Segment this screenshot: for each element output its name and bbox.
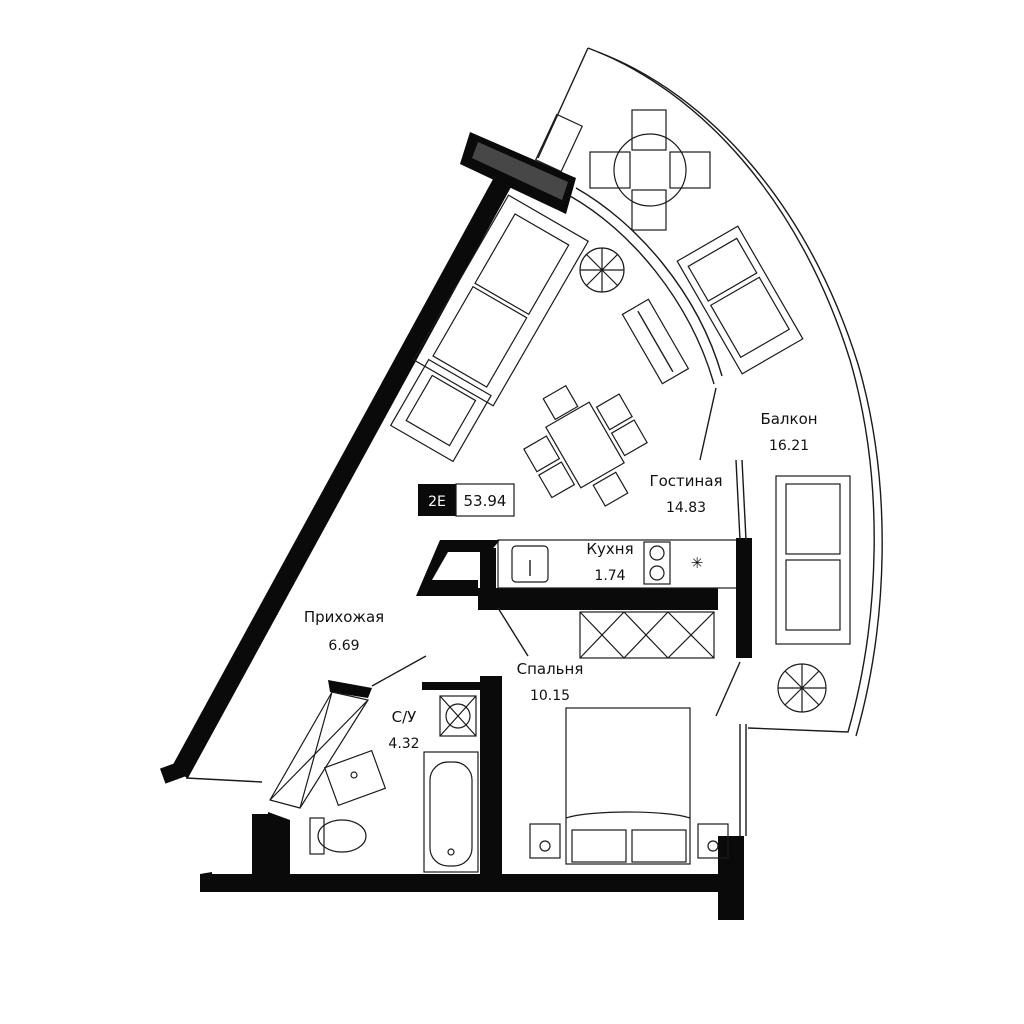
balcony-dining-table-icon: [589, 109, 711, 231]
fan-glyph: ✳: [691, 554, 704, 572]
dining-table-icon: [523, 384, 648, 507]
balcony-bench: [534, 113, 584, 173]
hallway-door-arc: [371, 655, 427, 687]
hallway-name: Прихожая: [304, 608, 384, 626]
badge-area: 53.94: [464, 492, 507, 510]
kitchen-area: 1.74: [594, 568, 625, 584]
tv-stand: [621, 298, 690, 385]
balcony-name: Балкон: [760, 410, 817, 428]
entry-door: [185, 777, 263, 783]
wardrobe: [579, 611, 715, 659]
bedroom-name: Спальня: [517, 660, 584, 678]
stove-icon: [643, 541, 671, 585]
living-room-area: 14.83: [666, 500, 706, 516]
balcony-area: 16.21: [769, 438, 809, 454]
kitchen-column: [736, 540, 752, 656]
sofa-icon: [412, 194, 590, 407]
plant-icon: [777, 663, 827, 713]
walls: [159, 132, 752, 920]
living-room-name: Гостиная: [649, 472, 722, 490]
bedroom-pointer: [497, 607, 529, 657]
bedroom-area: 10.15: [530, 688, 570, 704]
sink-icon: [323, 749, 387, 807]
washing-machine-icon: [439, 695, 477, 737]
bathroom-area: 4.32: [388, 736, 419, 752]
bathtub-icon: [423, 751, 479, 873]
badge-type: 2E: [428, 494, 446, 510]
toilet-icon: [309, 817, 367, 855]
hallway-wardrobe: [269, 691, 369, 809]
balcony-outline: [537, 47, 883, 836]
sunlounger-icon: [676, 225, 804, 375]
armchair-icon: [389, 358, 492, 463]
apartment-badge: 2E 53.94: [418, 483, 515, 517]
sunlounger-icon: [775, 475, 851, 645]
bed-icon: [565, 707, 691, 865]
bathroom-name: С/У: [392, 708, 417, 726]
hallway-area: 6.69: [328, 638, 359, 654]
plant-icon: [579, 247, 625, 293]
kitchen-name: Кухня: [586, 540, 633, 558]
nightstand: [529, 823, 561, 859]
nightstand: [697, 823, 729, 859]
